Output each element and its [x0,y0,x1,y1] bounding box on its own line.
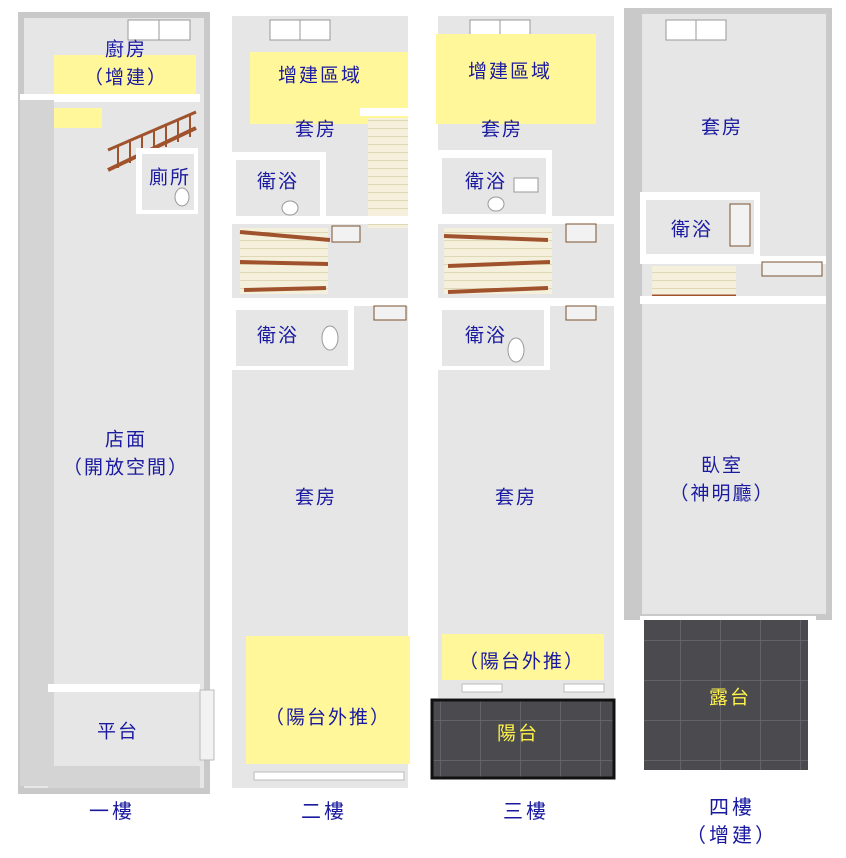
floor-3-suite-main-label: 套房 [494,486,538,509]
wall [48,684,200,692]
sink-fixture [513,177,539,193]
floor-4-terrace-label: 露台 [708,686,752,709]
window [563,683,605,693]
door [373,305,407,321]
door [565,305,597,321]
floor-2-bath-1 [236,160,320,216]
floor-2-suite-top-label: 套房 [294,118,338,141]
floor-2-extension-label: 增建區域 [277,64,363,87]
floor-1-kitchen-label: 廚房 [104,38,148,61]
floor-1-name: 一樓 [89,799,135,823]
floor-2-stair-upper [368,118,408,228]
floor-1-shop-note: （開放空間） [62,456,190,479]
floor-2-bath-2-label: 衛浴 [256,324,300,347]
floor-4-terrace-tiles [644,620,808,770]
floor-3-balcony-push-label: （陽台外推） [458,650,586,673]
floor-3-bath-1-label: 衛浴 [464,170,508,193]
plan-detail [239,230,331,292]
floor-4-plan [624,8,832,776]
door [761,261,823,277]
floor-4-bath-label: 衛浴 [670,218,714,241]
floor-3-extension-highlight [436,34,596,124]
floor-4-suite-top-label: 套房 [700,116,744,139]
floor-1-kitchen-note: （增建） [83,66,169,89]
floor-4-bedroom-note: （神明廳） [669,482,775,505]
floor-3-balcony-push-highlight [442,634,604,680]
door [199,689,215,761]
plan-detail [107,110,197,152]
floor-2-bath-1-label: 衛浴 [256,170,300,193]
plan-detail [640,256,826,264]
plan-detail [360,108,412,116]
wall [20,94,200,102]
floor-1-plan [18,12,215,794]
floor-4-floor [642,14,826,614]
plan-detail [443,234,551,294]
door [331,225,361,243]
side-wall-shade [20,100,54,786]
floor-3-suite-top-label: 套房 [480,118,524,141]
floor-2-suite-main-label: 套房 [294,486,338,509]
plan-detail [640,296,826,304]
floor-4-bedroom-label: 臥室 [700,454,744,477]
floor-1-stair-highlight [54,108,102,128]
plan-detail [117,114,191,168]
window [461,683,503,693]
door [729,203,751,247]
toilet-fixture [174,187,190,207]
floor-1-kitchen-highlight [54,55,196,95]
toilet-fixture [281,200,299,216]
floor-1-platform-label: 平台 [96,720,140,743]
balcony-railing [430,698,616,780]
floor-3-extension-label: 增建區域 [467,60,553,83]
floor-4-stair [652,266,736,296]
floor-2-plan [224,8,414,794]
toilet-fixture [507,337,525,363]
plan-detail [436,298,614,306]
toilet-fixture [487,196,505,212]
plan-detail [436,216,614,224]
window [253,771,405,781]
floor-2-balcony-push-label: （陽台外推） [264,706,392,729]
plan-detail [230,216,410,224]
door [565,223,597,243]
floor-3-balcony-label: 陽台 [496,722,540,745]
platform-edge [48,766,200,788]
floor-3-name: 三樓 [503,799,549,823]
floor-1-shop-label: 店面 [104,428,148,451]
floor-4-name-note: （增建） [686,823,778,847]
floor-3-plan [430,8,620,780]
floor-1-toilet-label: 廁所 [148,166,192,189]
floor-4-name: 四樓 [709,795,755,819]
floor-3-balcony-tiles [432,700,614,778]
plan-detail [230,298,410,306]
floor-3-bath-2 [442,310,544,366]
toilet-fixture [321,325,339,351]
floor-3-bath-2-label: 衛浴 [464,324,508,347]
floor-2-balcony-highlight [246,636,410,764]
floor-2-name: 二樓 [301,799,347,823]
